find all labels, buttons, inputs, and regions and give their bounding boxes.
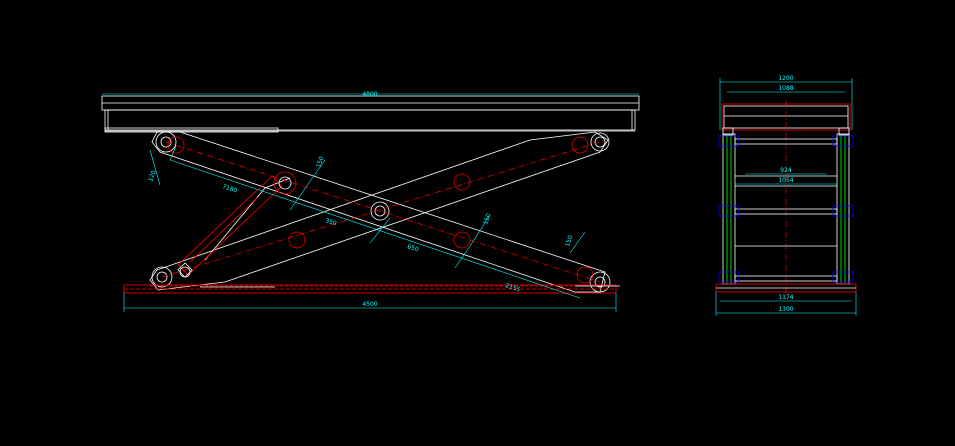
side-view: 4800: [101, 91, 640, 312]
dim-arm-offset: 120: [147, 169, 158, 182]
dim-platform-length-text: 4800: [362, 91, 377, 98]
dim-mid-b-text: 1054: [778, 177, 793, 184]
platform: [101, 95, 640, 133]
hydraulic-cylinder: [177, 175, 292, 278]
dim-inner-width-top-text: 1088: [778, 85, 793, 92]
dim-platform-length: 4800: [102, 91, 639, 98]
dim-overall-width-bottom: [715, 292, 857, 316]
dim-arm-length: 7180: [221, 183, 238, 194]
scissor-arm-a: [151, 131, 611, 293]
dim-arm-lines: [149, 145, 586, 299]
end-hubs: [718, 127, 854, 283]
dim-section-b: 650: [406, 243, 419, 253]
dim-base-length: 4500: [123, 293, 617, 312]
end-base: [715, 283, 857, 293]
dim-section-a: 350: [324, 217, 337, 227]
dim-overall-width-top: [719, 78, 853, 130]
dim-overall-width-top-text: 1200: [778, 75, 793, 82]
end-view: 1200 1088: [715, 75, 857, 316]
dim-pitch-a: 150: [315, 155, 325, 168]
dim-inner-width-bottom-text: 1174: [778, 294, 793, 301]
dim-pitch-c: 150: [564, 234, 574, 247]
dim-pitch-b: 150: [482, 212, 492, 225]
dim-mid-a-text: 924: [780, 167, 792, 174]
dim-overall-width-bottom-text: 1300: [778, 306, 793, 313]
end-beams: [734, 138, 838, 282]
dim-lower-run: 2155: [504, 282, 521, 293]
base-frame: [123, 284, 620, 294]
centerlines: [150, 136, 620, 287]
dim-base-length-text: 4500: [362, 301, 377, 308]
scissor-arm-b: [149, 131, 610, 291]
